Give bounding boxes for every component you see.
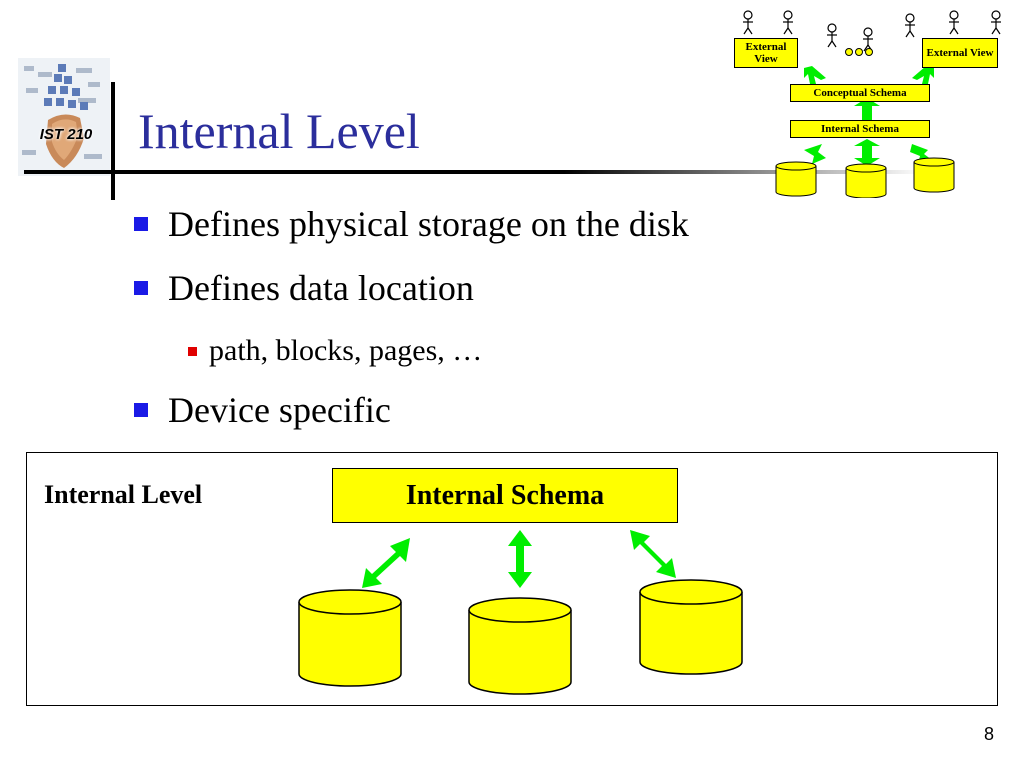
user-figures-middle <box>826 23 874 52</box>
sub-bullet-marker <box>188 346 197 356</box>
title-divider-vertical <box>111 82 115 200</box>
bullet-marker <box>134 403 148 417</box>
bullet-item: Defines data location <box>134 266 474 310</box>
internal-schema-box: Internal Schema <box>332 468 678 523</box>
bullet-text: Defines physical storage on the disk <box>168 204 689 244</box>
double-arrows <box>362 530 676 588</box>
double-arrow-right <box>630 530 676 578</box>
bullet-item: Device specific <box>134 388 391 432</box>
disk-cylinder <box>639 579 743 675</box>
sub-bullet-text: path, blocks, pages, … <box>209 334 483 367</box>
course-logo <box>18 58 110 176</box>
mini-internal-schema: Internal Schema <box>790 120 930 138</box>
mini-architecture-diagram <box>742 10 1002 198</box>
bullet-text: Defines data location <box>168 268 474 308</box>
slide-title: Internal Level <box>138 103 420 159</box>
mini-external-view-right: External View <box>922 38 998 68</box>
mini-arrows <box>804 66 934 166</box>
disk-cylinder <box>298 589 402 687</box>
diagram-frame <box>26 452 998 706</box>
user-figures-left <box>742 10 794 35</box>
disk-cylinder <box>468 597 572 695</box>
bullet-marker <box>134 281 148 295</box>
storage-diagram <box>298 530 743 695</box>
mini-disk-cylinders <box>775 157 955 198</box>
sub-bullet-item: path, blocks, pages, … <box>188 332 482 370</box>
double-arrow-left <box>362 538 410 588</box>
user-figures-right <box>904 10 1002 38</box>
disk-cylinders <box>298 579 743 695</box>
title-divider-horizontal <box>24 170 924 174</box>
bullet-text: Device specific <box>168 390 391 430</box>
double-arrow-center <box>508 530 532 588</box>
logo-label: IST 210 <box>39 126 93 143</box>
mini-conceptual-schema: Conceptual Schema <box>790 84 930 102</box>
mini-external-view-left: External View <box>734 38 798 68</box>
ellipsis-icon <box>845 48 873 56</box>
page-number: 8 <box>983 724 994 744</box>
diagram-level-label: Internal Level <box>44 480 203 509</box>
bullet-item: Defines physical storage on the disk <box>134 202 689 246</box>
bullet-marker <box>134 217 148 231</box>
